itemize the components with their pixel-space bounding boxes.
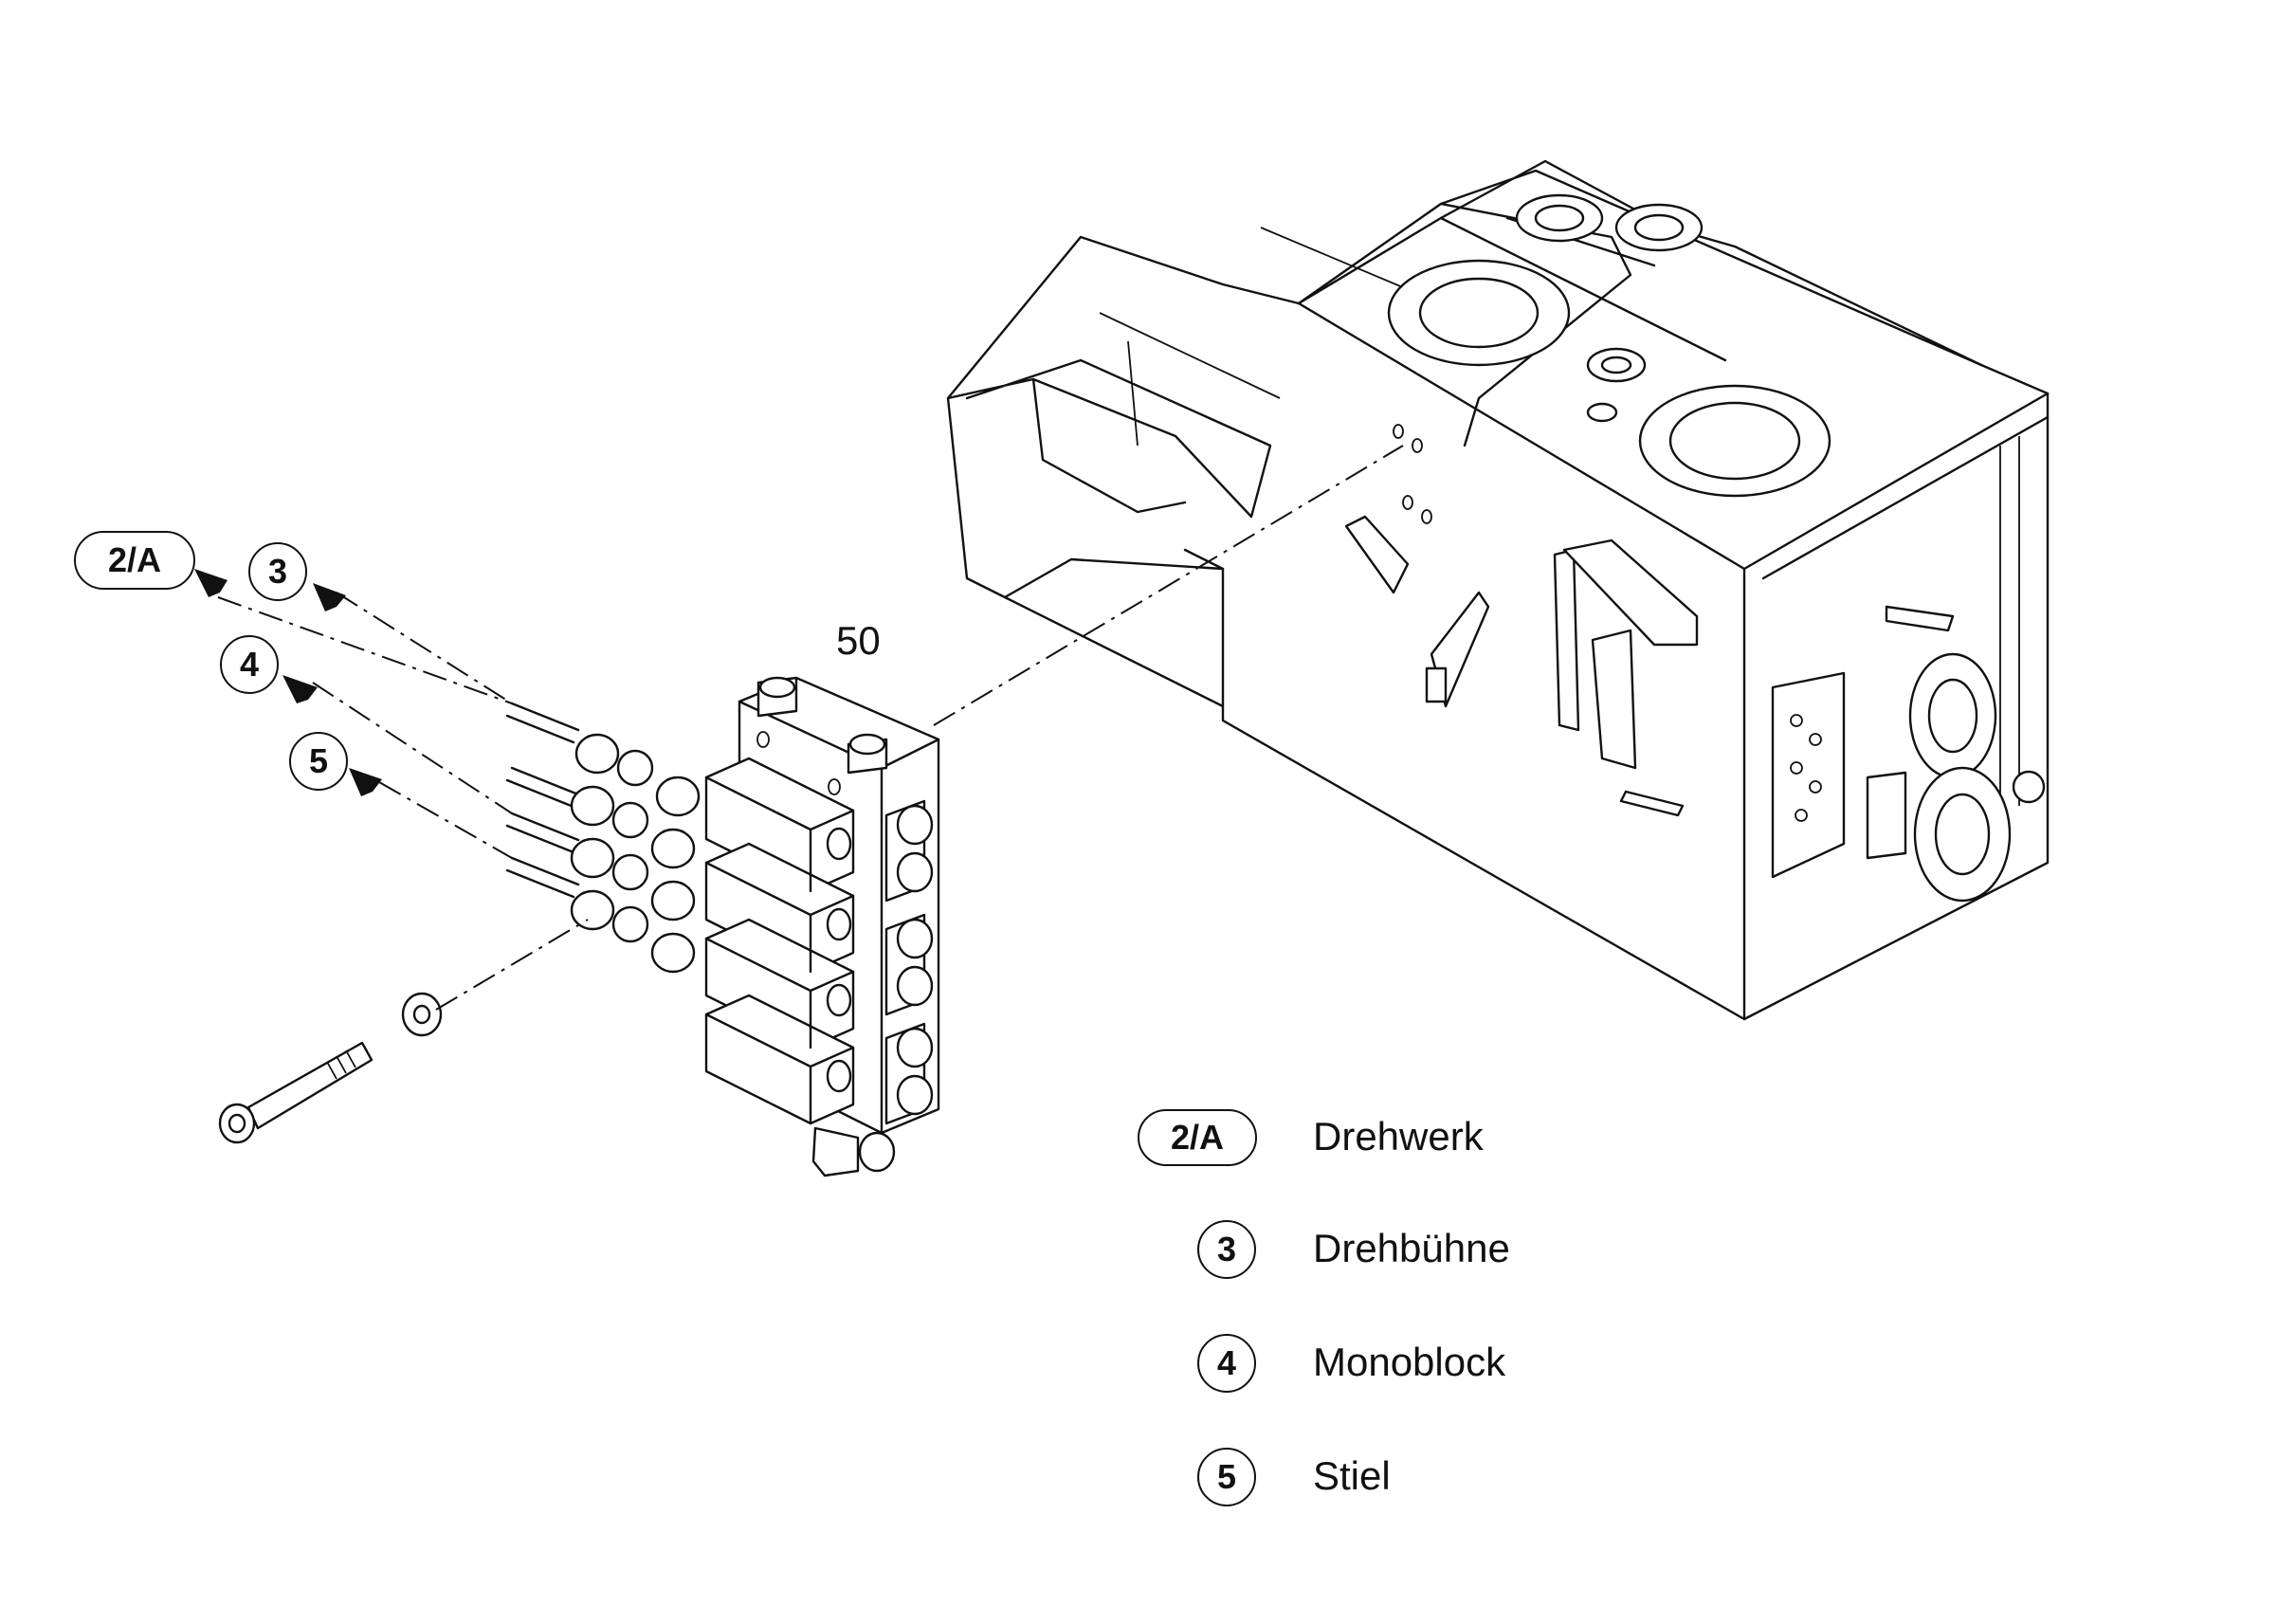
callout-4: 4 bbox=[220, 635, 279, 694]
cap-screw bbox=[218, 1041, 374, 1144]
legend-badge-4: 4 bbox=[1197, 1334, 1256, 1393]
washer bbox=[401, 992, 443, 1037]
leader-lines bbox=[217, 445, 1404, 1011]
valve-block-assembly bbox=[704, 676, 940, 1177]
arrowheads bbox=[194, 569, 382, 796]
legend-label-drehbuehne: Drehbühne bbox=[1313, 1226, 1510, 1270]
callout-3: 3 bbox=[248, 542, 307, 601]
hose-fittings bbox=[505, 702, 701, 974]
legend-badge-2a: 2/A bbox=[1138, 1109, 1257, 1166]
legend-label-drehwerk: Drehwerk bbox=[1313, 1114, 1484, 1159]
callout-5: 5 bbox=[289, 732, 348, 791]
part-number-label: 50 bbox=[836, 618, 881, 663]
legend-label-monoblock: Monoblock bbox=[1313, 1340, 1506, 1384]
machine-housing bbox=[946, 159, 2050, 1021]
legend-badge-5: 5 bbox=[1197, 1448, 1256, 1506]
callout-2a: 2/A bbox=[74, 531, 195, 590]
legend-label-stiel: Stiel bbox=[1313, 1453, 1391, 1498]
legend-badge-3: 3 bbox=[1197, 1220, 1256, 1279]
